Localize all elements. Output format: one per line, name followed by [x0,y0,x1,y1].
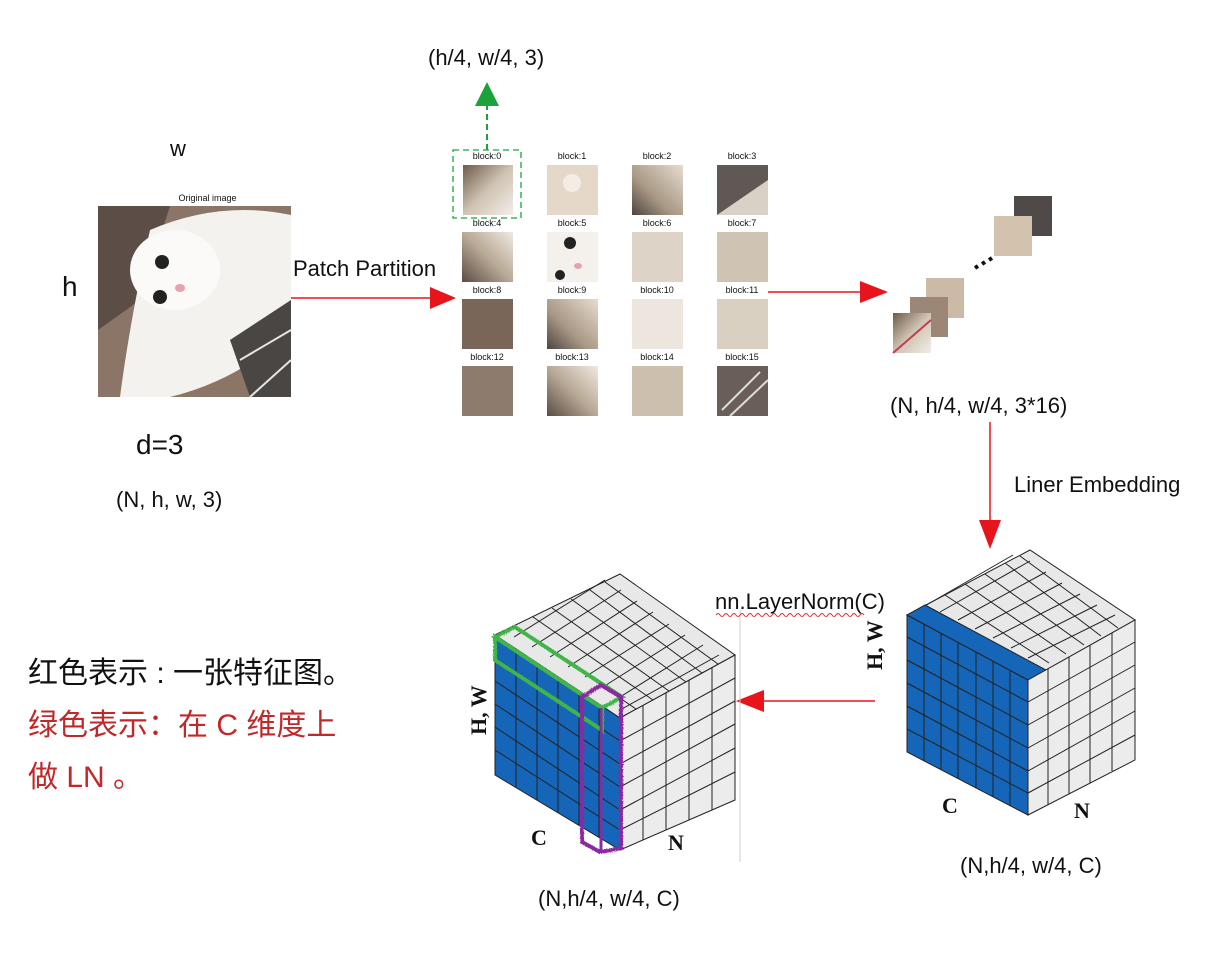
left-cube-shape: (N,h/4, w/4, C) [538,886,680,911]
block-label: block:4 [472,218,502,228]
block-label: block:5 [557,218,587,228]
patch-tile [547,299,598,349]
block-label: block:9 [557,285,587,295]
patch-tile [462,366,513,416]
legend-red-line: 红色表示 : 一张特征图。 [28,657,354,690]
right-cube-n-label: N [1074,798,1090,823]
layernorm-label: nn.LayerNorm(C) [715,589,885,614]
legend-green-line-cont: 做 LN 。 [28,761,144,794]
depth-label: d=3 [136,429,184,460]
image-title: Original image [178,193,237,203]
patch-grid [462,165,769,417]
legend-green-line: 绿色表示：在 C 维度上 [28,709,337,742]
patch-tile [632,165,683,215]
patch-stack [892,196,1052,354]
patch-tile [462,232,513,282]
right-cube [905,549,1136,816]
block-label: block:12 [470,352,504,362]
patch-partition-arrow [291,287,456,309]
patch-tile [717,232,768,282]
embedding-arrow [979,422,1001,549]
left-cube-c-label: C [531,825,547,850]
patch-tile [462,299,513,349]
block-label: block:1 [557,151,587,161]
green-dashed-arrow [452,82,522,219]
input-shape: (N, h, w, 3) [116,487,223,512]
width-label: w [170,136,186,161]
right-cube-shape: (N,h/4, w/4, C) [960,853,1102,878]
block-label: block:8 [472,285,502,295]
right-cube-hw-label: H, W [862,620,887,670]
block-label: block:15 [725,352,759,362]
block-label: block:0 [472,151,502,161]
patch-shape: (h/4, w/4, 3) [428,45,545,70]
stack-arrow [768,281,888,303]
embedding-label: Liner Embedding [1014,472,1181,497]
patch-tile [632,299,683,349]
block-label: block:11 [725,285,759,295]
patch-partition-label: Patch Partition [293,256,437,281]
block-label: block:2 [642,151,672,161]
block-label: block:7 [727,218,757,228]
patch-tile [463,165,513,215]
layernorm-arrow [715,610,875,862]
patch-tile [632,366,683,416]
left-cube-hw-label: H, W [466,685,491,735]
patch-tile [632,232,683,282]
patch-tile [547,366,598,416]
block-label: block:13 [555,352,589,362]
stack-shape: (N, h/4, w/4, 3*16) [890,393,1068,418]
patch-tile [717,299,768,349]
block-label: block:3 [727,151,757,161]
left-cube [491,573,736,855]
height-label: h [62,271,78,302]
original-image [98,206,292,398]
right-cube-c-label: C [942,793,958,818]
block-label: block:10 [640,285,674,295]
block-label: block:6 [642,218,672,228]
left-cube-n-label: N [668,830,684,855]
block-label: block:14 [640,352,674,362]
